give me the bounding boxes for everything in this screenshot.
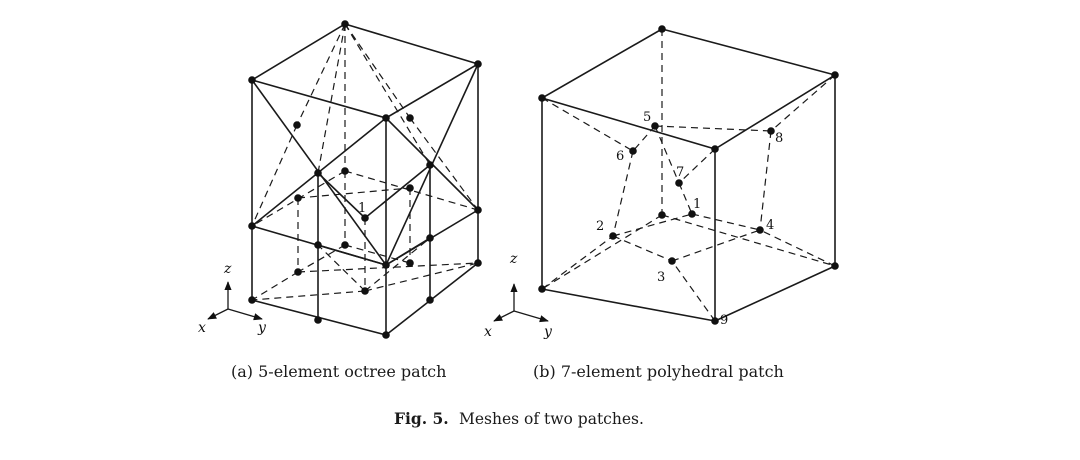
node-top xyxy=(341,20,349,28)
node xyxy=(248,222,256,230)
node xyxy=(426,234,434,242)
node-7 xyxy=(675,179,683,187)
figure-caption: Fig. 5. Meshes of two patches. xyxy=(394,409,644,428)
node xyxy=(293,121,301,129)
node-1 xyxy=(361,214,369,222)
node xyxy=(406,259,414,267)
octree-nodes xyxy=(248,20,482,339)
axis-label-y: y xyxy=(543,324,553,340)
node-label-9: 9 xyxy=(720,313,728,328)
node xyxy=(474,60,482,68)
figure-caption-text: Meshes of two patches. xyxy=(459,410,644,428)
node-label-6: 6 xyxy=(616,149,624,164)
node-label-3: 3 xyxy=(657,270,665,285)
figure-caption-label: Fig. 5. xyxy=(394,409,449,428)
node xyxy=(711,145,719,153)
node xyxy=(294,194,302,202)
node-label-7: 7 xyxy=(676,165,684,180)
node xyxy=(382,114,390,122)
node xyxy=(406,114,414,122)
subcaption-a: (a) 5-element octree patch xyxy=(231,362,446,381)
polyhedral-patch-diagram: 1 2 3 4 5 6 7 8 9 z x y xyxy=(484,25,839,340)
node xyxy=(314,241,322,249)
axis-label-z: z xyxy=(223,261,232,277)
node xyxy=(361,287,369,295)
node-2 xyxy=(609,232,617,240)
node xyxy=(831,71,839,79)
node xyxy=(314,316,322,324)
node xyxy=(538,285,546,293)
node xyxy=(658,211,666,219)
polyhedral-visible-edges xyxy=(539,28,838,322)
node xyxy=(341,167,349,175)
node-4 xyxy=(756,226,764,234)
node xyxy=(294,268,302,276)
node xyxy=(426,161,434,169)
node xyxy=(248,296,256,304)
node-label-1: 1 xyxy=(693,197,701,212)
node-label-8: 8 xyxy=(775,131,783,146)
octree-hidden-edges xyxy=(251,23,479,301)
node xyxy=(426,296,434,304)
node-label-1: 1 xyxy=(358,201,366,216)
node-9 xyxy=(711,317,719,325)
octree-patch-diagram: 1 z x y xyxy=(198,20,482,339)
node-3 xyxy=(668,257,676,265)
polyhedral-hidden-edges xyxy=(541,29,836,322)
node xyxy=(474,259,482,267)
node xyxy=(658,25,666,33)
axis-label-y: y xyxy=(257,320,267,336)
node-5 xyxy=(651,122,659,130)
axis-label-x: x xyxy=(484,324,492,340)
polyhedral-nodes xyxy=(538,25,839,325)
node-8 xyxy=(767,127,775,135)
node xyxy=(831,262,839,270)
polyhedral-node-labels: 1 2 3 4 5 6 7 8 9 xyxy=(596,110,783,328)
axis-label-x: x xyxy=(198,320,206,336)
node-1 xyxy=(688,210,696,218)
node xyxy=(314,169,322,177)
node xyxy=(382,331,390,339)
node-label-4: 4 xyxy=(766,218,774,233)
node-6 xyxy=(629,147,637,155)
node xyxy=(474,206,482,214)
node xyxy=(538,94,546,102)
subcaption-b: (b) 7-element polyhedral patch xyxy=(533,362,784,381)
node-label-2: 2 xyxy=(596,219,604,234)
node xyxy=(248,76,256,84)
node xyxy=(406,184,414,192)
node xyxy=(341,241,349,249)
node xyxy=(382,261,390,269)
axis-triad-a: z x y xyxy=(198,261,267,336)
axis-triad-b: z x y xyxy=(484,251,553,340)
axis-label-z: z xyxy=(509,251,518,267)
node-label-5: 5 xyxy=(643,110,651,125)
